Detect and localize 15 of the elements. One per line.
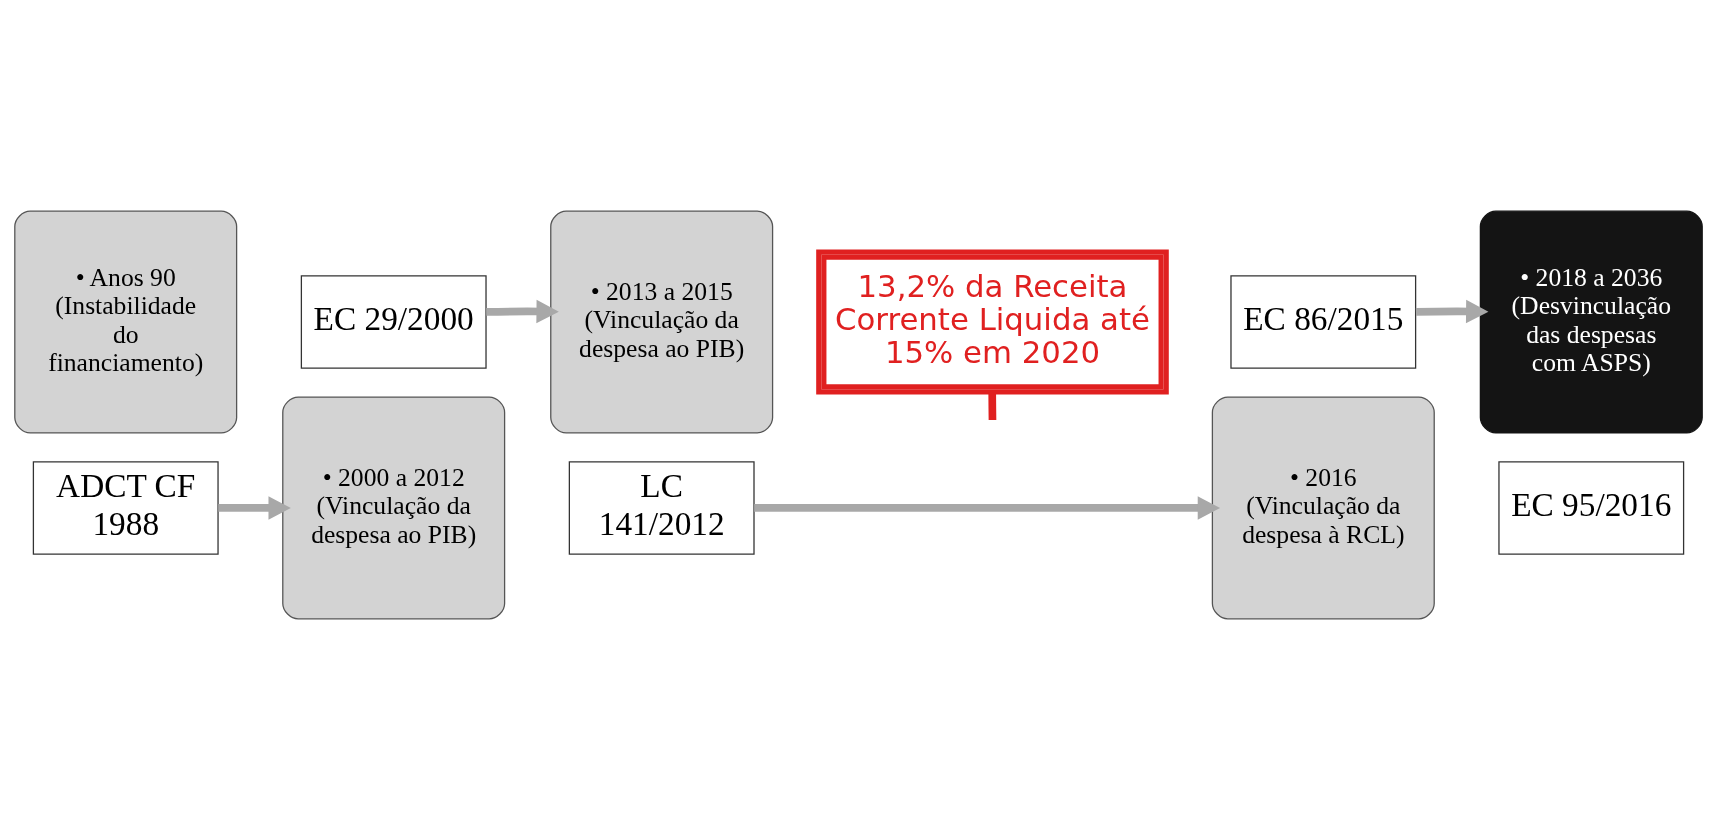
node-box: • 2013 a 2015 (Vinculação da despesa ao PIB) <box>550 210 774 434</box>
node-box: ADCT CF 1988 <box>32 460 219 555</box>
arrow <box>754 495 1221 520</box>
node-box: • 2018 a 2036 (Desvinculação das despesas com ASPS) <box>1479 210 1703 434</box>
arrow <box>218 495 291 520</box>
arrow <box>1415 299 1489 323</box>
node-box: LC 141/2012 <box>568 460 755 555</box>
arrow <box>486 299 559 323</box>
node-box: • Anos 90 (Instabilidade do financiamento) <box>14 210 238 434</box>
node-box: EC 86/2015 <box>1230 274 1417 369</box>
node-box: • 2016 (Vinculação da despesa à RCL) <box>1211 395 1435 619</box>
node-box: • 2000 a 2012 (Vinculação da despesa ao PIB) <box>282 395 506 619</box>
node-box: EC 95/2016 <box>1498 460 1685 555</box>
node-box: EC 29/2000 <box>300 274 487 369</box>
node-box: 13,2% da Receita Corrente Liquida até 15% em 2020 <box>816 249 1169 394</box>
